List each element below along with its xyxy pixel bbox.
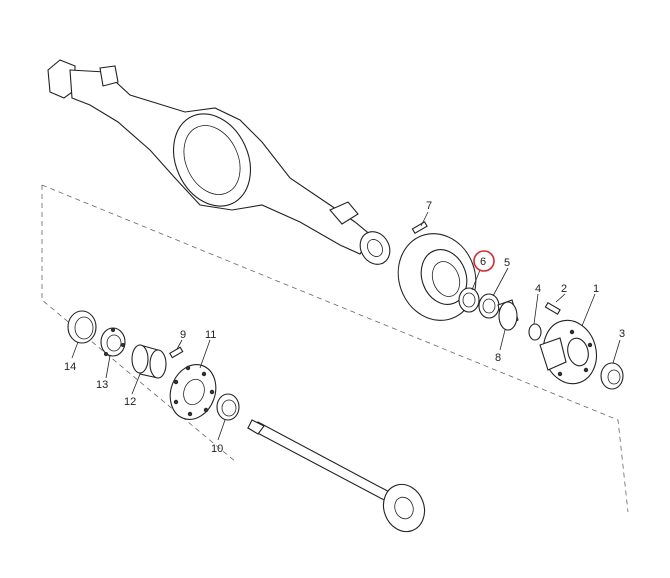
part-8-bearing xyxy=(497,299,519,331)
part-14-washer xyxy=(67,310,97,344)
part-12-spacer xyxy=(131,344,167,379)
callout-12: 12 xyxy=(124,396,136,408)
callout-9: 9 xyxy=(180,329,186,341)
highlight-circle-6 xyxy=(473,250,495,272)
part-5-ring xyxy=(478,293,500,319)
axle-housing xyxy=(47,59,391,265)
axle-shaft xyxy=(246,419,426,533)
callout-11: 11 xyxy=(205,329,216,341)
callout-8: 8 xyxy=(495,352,501,364)
part-1-hub xyxy=(539,319,597,385)
callout-3: 3 xyxy=(619,328,625,340)
callout-6: 6 xyxy=(480,256,486,268)
part-6-seal xyxy=(458,287,480,313)
part-13-nut xyxy=(100,327,126,357)
part-7-stud xyxy=(411,221,428,234)
assembly-dashed-outline-right xyxy=(41,184,629,513)
callout-1: 1 xyxy=(593,283,599,295)
part-10-ring xyxy=(216,393,240,421)
callout-14: 14 xyxy=(64,361,76,373)
callout-7: 7 xyxy=(426,200,432,212)
leader-lines xyxy=(71,211,621,441)
part-2-stud xyxy=(544,302,561,315)
part-3-bearing xyxy=(600,362,624,390)
callout-labels: 1 2 3 4 5 6 7 8 9 10 11 12 13 14 xyxy=(64,200,625,455)
assembly-dashed-outline xyxy=(41,185,237,463)
part-11-flange xyxy=(169,364,217,420)
part-4-o-ring xyxy=(528,323,542,341)
callout-13: 13 xyxy=(96,379,108,391)
callout-4: 4 xyxy=(535,283,541,295)
callout-10: 10 xyxy=(211,443,223,455)
brake-drum xyxy=(397,233,477,321)
callout-5: 5 xyxy=(504,257,510,269)
part-9-stud xyxy=(169,346,184,359)
callout-2: 2 xyxy=(561,283,567,295)
